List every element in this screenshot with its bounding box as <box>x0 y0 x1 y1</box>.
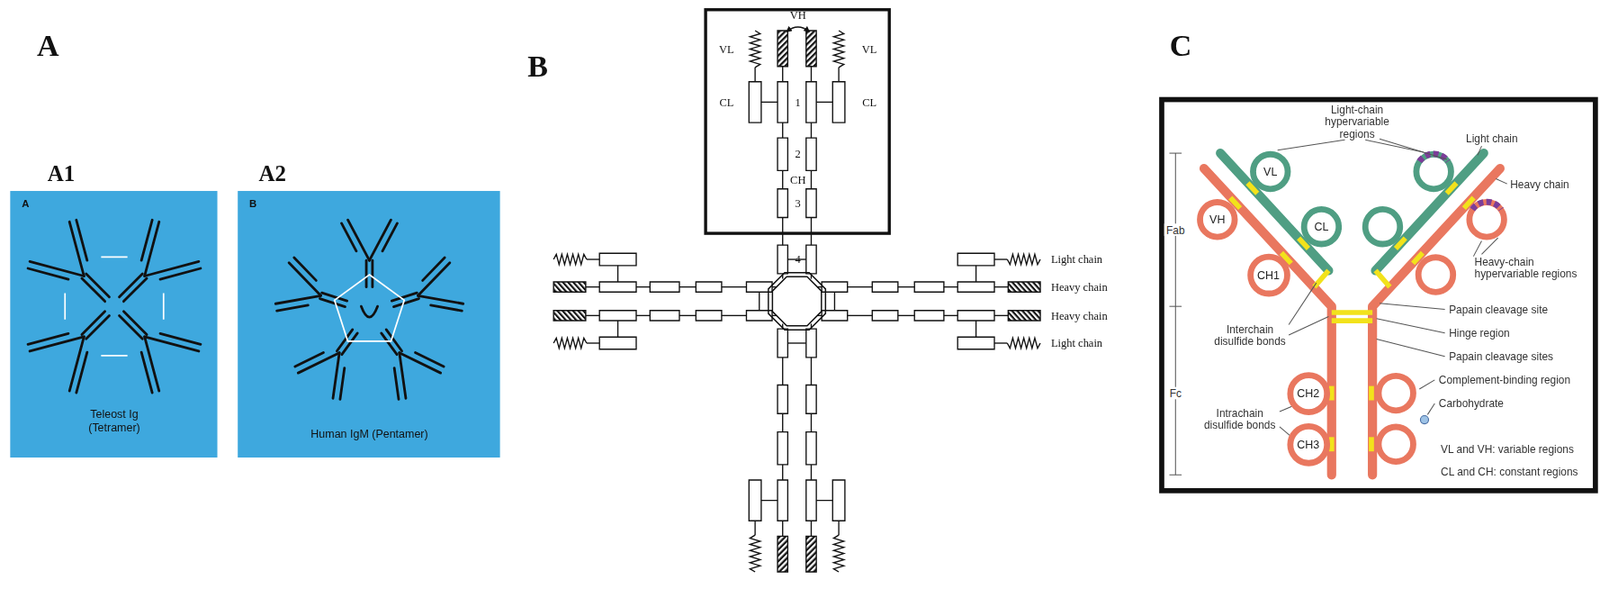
domain-loop: VH <box>1195 197 1240 242</box>
domain-label: CH3 <box>1296 437 1320 450</box>
chain-label: Heavy chain <box>1051 279 1108 293</box>
antibody-tetramer <box>553 30 1041 572</box>
part-label: Hinge region <box>1448 326 1511 340</box>
chain-label: 4 <box>795 252 801 266</box>
part-label: Heavy-chain hypervariable regions <box>1474 254 1592 279</box>
panel: A Teleost Ig (Tetramer) <box>9 190 217 458</box>
panel-letter: A <box>36 27 60 63</box>
domain-loop: VL <box>1249 150 1293 194</box>
chain-label: Light chain <box>1051 336 1103 350</box>
part-label: 3 <box>795 196 801 209</box>
frame-box: VH VL VL CL 1 CL 2CH 3 <box>703 8 891 235</box>
antibody-polymer <box>237 190 500 458</box>
panel-letter: A1 <box>47 160 75 187</box>
domain-loop: CH2 <box>1285 369 1331 416</box>
part-label: VL <box>862 42 878 55</box>
panel: B Human IgM (Pentamer) <box>237 190 500 458</box>
part-label: CL <box>719 95 734 108</box>
part-label: 2 <box>795 147 801 161</box>
part-label: VH <box>790 8 807 22</box>
domain-label: CH1 <box>1257 268 1280 281</box>
part-label: VL and VH: variable regions <box>1440 442 1574 456</box>
part-label: CL and CH: constant regions <box>1440 465 1578 478</box>
frame-box: Light-chain hypervariable regionsLight c… <box>1159 97 1599 494</box>
panel-letter: B <box>527 48 549 84</box>
part-label: CL <box>862 95 877 108</box>
part-label: Heavy chain <box>1510 177 1570 190</box>
panel-letter: A2 <box>259 160 287 187</box>
part-label: Light-chain hypervariable regions <box>1316 102 1399 140</box>
part-label: A <box>21 197 29 210</box>
part-label: Fc <box>1167 386 1184 400</box>
part-label: Intrachain disulfide bonds <box>1201 405 1278 431</box>
domain-label: VL <box>1263 165 1277 179</box>
part-label: Human IgM (Pentamer) <box>297 427 441 441</box>
part-label: VL <box>719 42 735 55</box>
domain-loop: CH3 <box>1285 421 1331 468</box>
part-label: 1 <box>795 95 801 108</box>
part-label: Light chain <box>1465 131 1519 144</box>
domain-label: CL <box>1313 220 1329 234</box>
part-label: Teleost Ig (Tetramer) <box>68 407 161 434</box>
part-label: CH <box>790 172 806 186</box>
part-label: Carbohydrate <box>1438 396 1504 410</box>
part-label: Fab <box>1164 223 1187 236</box>
chain-label: Light chain <box>1051 252 1103 266</box>
domain-label: CH2 <box>1296 386 1320 400</box>
panel-letter: C <box>1169 27 1193 63</box>
chain-label: Heavy chain <box>1051 308 1108 322</box>
part-label: Interchain disulfide bonds <box>1212 322 1289 347</box>
domain-loop: CL <box>1300 205 1344 249</box>
part-label: Papain cleavage site <box>1448 303 1548 316</box>
part-label: Papain cleavage sites <box>1448 350 1554 363</box>
part-label: B <box>249 197 257 210</box>
domain-loop: CH1 <box>1245 251 1292 298</box>
domain-label: VH <box>1209 213 1225 226</box>
part-label: Complement-binding region <box>1438 373 1571 387</box>
